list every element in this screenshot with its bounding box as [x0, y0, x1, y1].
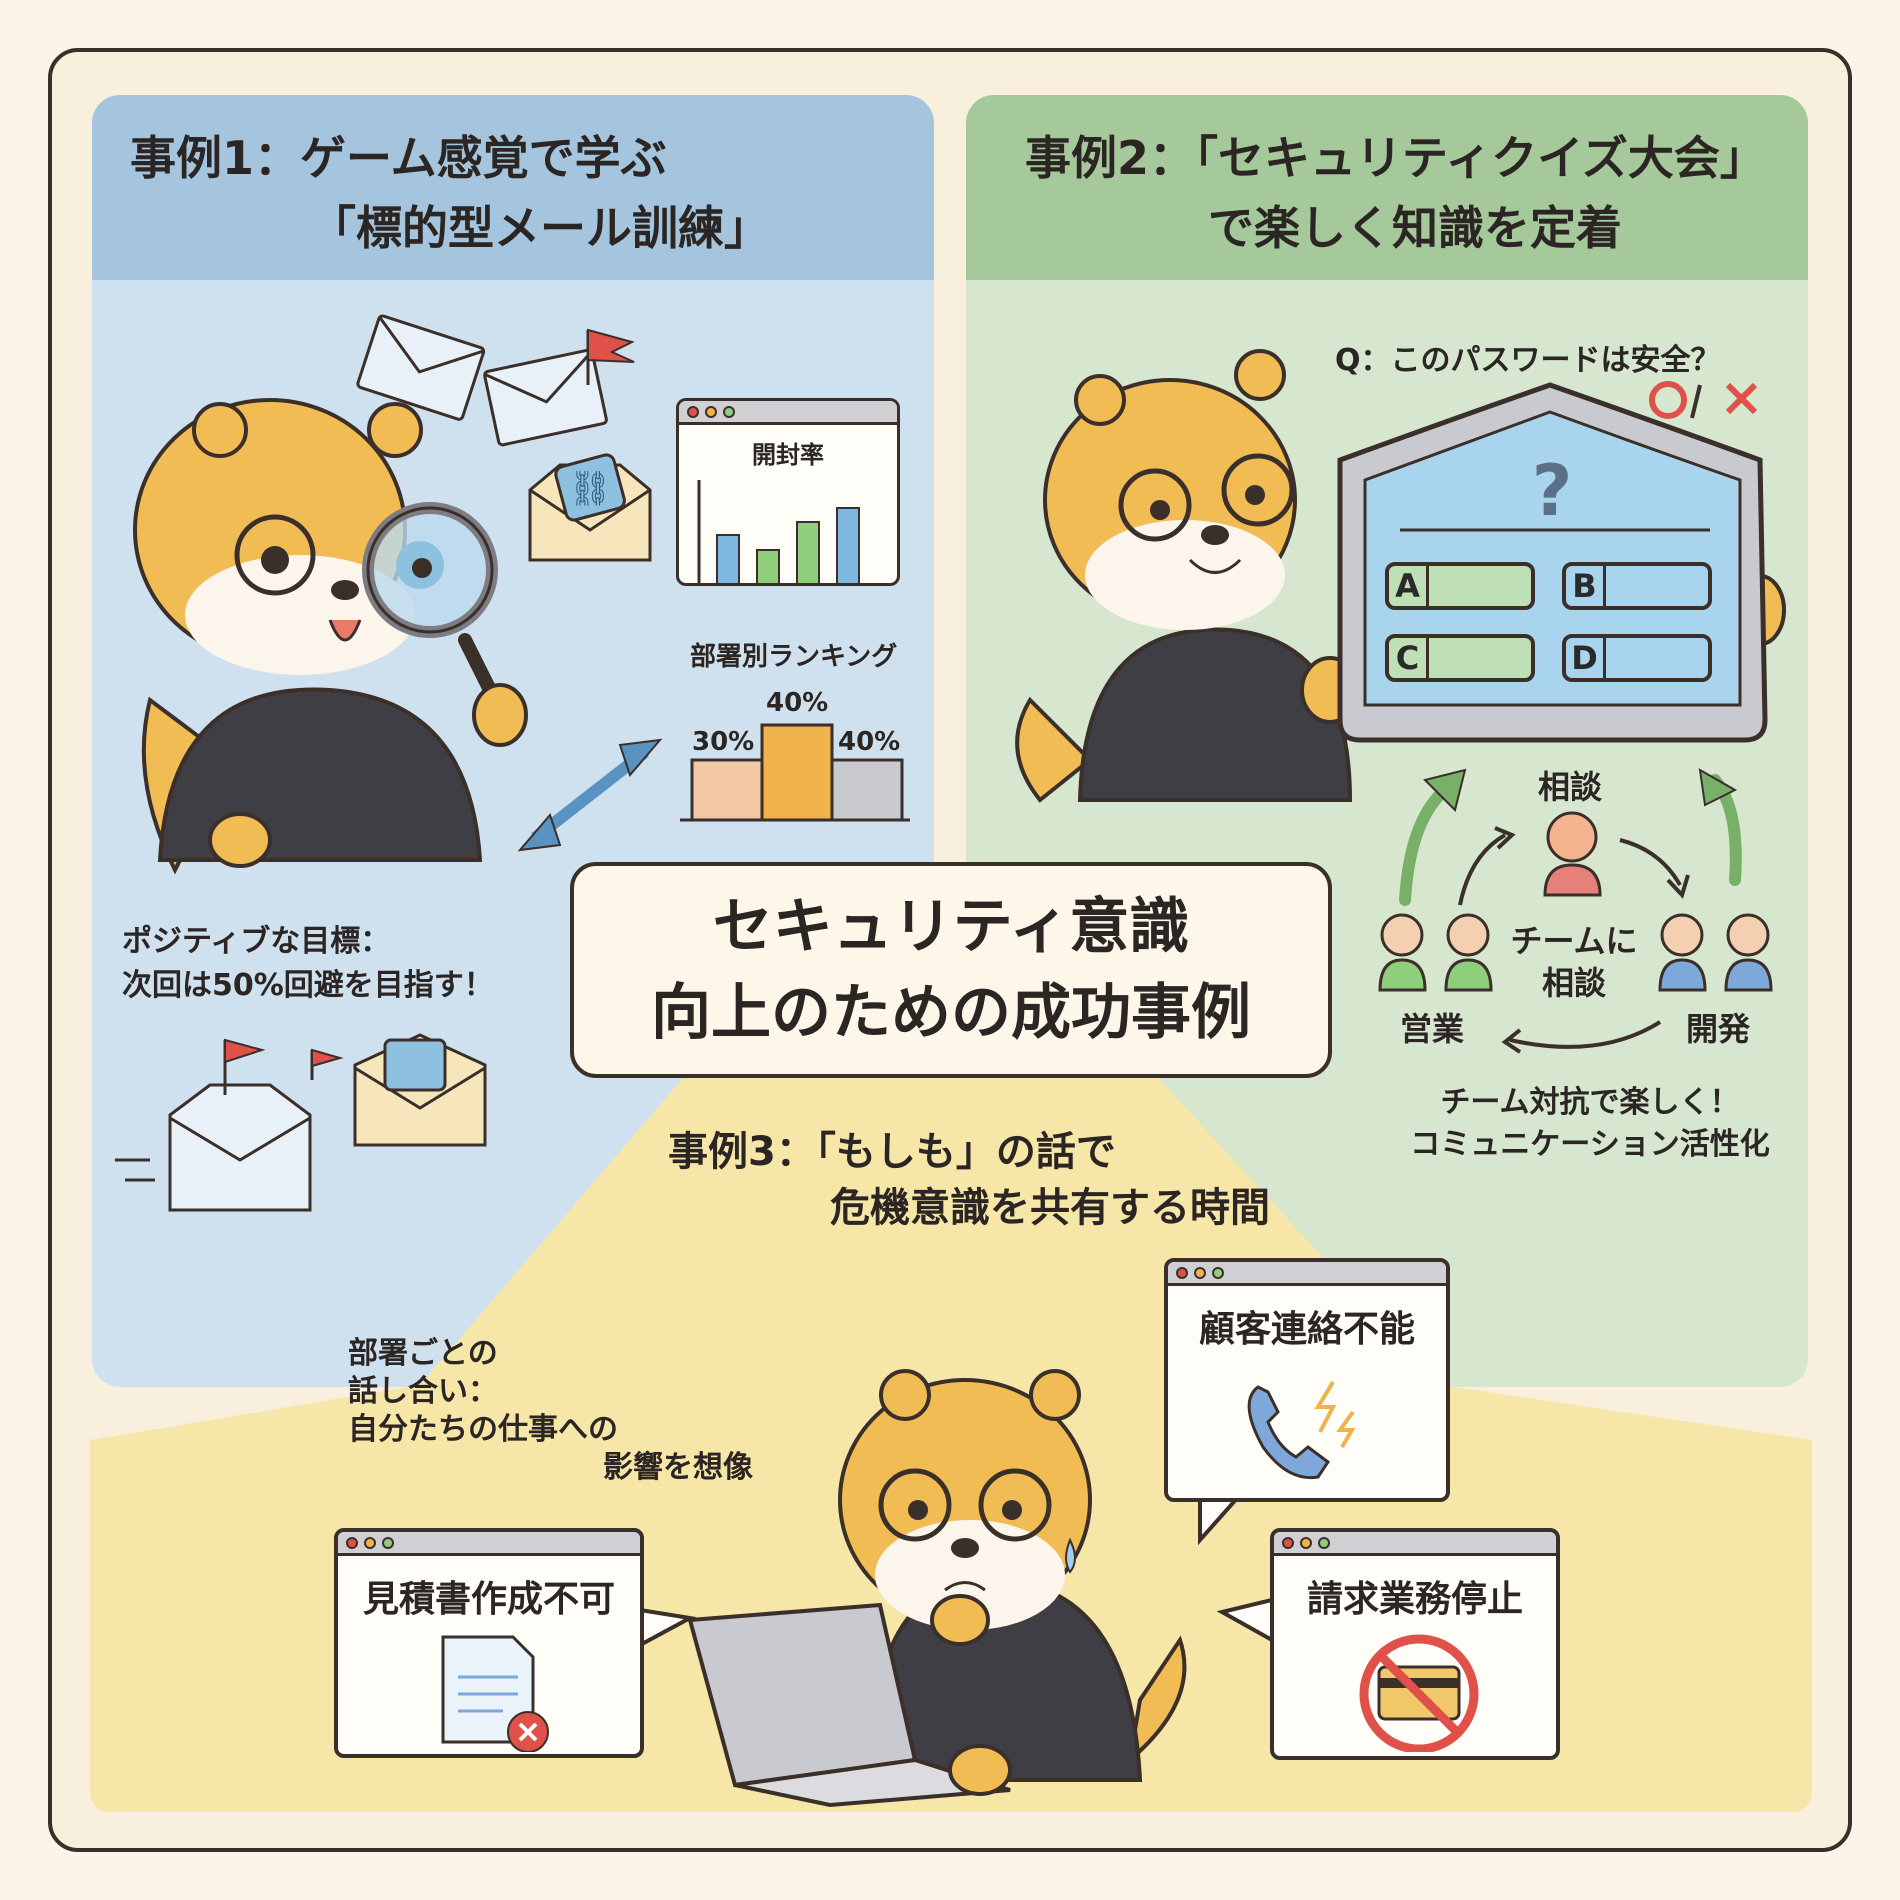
option-letter: A	[1389, 566, 1429, 606]
open-rate-label: 開封率	[752, 441, 824, 469]
discussion-line2: 話し合い：	[348, 1374, 498, 1409]
billing-bubble: 請求業務停止	[1270, 1528, 1560, 1760]
main-title-line1: セキュリティ意識	[712, 892, 1190, 962]
open-rate-window: 開封率	[676, 398, 900, 586]
main-title-line2: 向上のための成功事例	[651, 978, 1251, 1048]
magnifier-icon	[362, 502, 528, 747]
case1-goal: ポジティブな目標： 次回は50%回避を目指す！	[122, 920, 494, 1008]
consult-label: 相談	[1538, 768, 1603, 806]
envelope-icon	[115, 1033, 487, 1212]
person-icon-consult	[1543, 811, 1602, 897]
ranking-label: 部署別ランキング	[690, 642, 898, 672]
option-letter: B	[1566, 566, 1606, 606]
otter-character-worried	[838, 1369, 1187, 1782]
summary-line1: チーム対抗で楽しく！	[1440, 1085, 1740, 1120]
ranking-value-1: 30%	[692, 727, 755, 757]
quiz-option-b[interactable]: B	[1562, 562, 1712, 610]
customer-contact-bubble: 顧客連絡不能	[1164, 1258, 1450, 1502]
main-title-box: セキュリティ意識 向上のための成功事例	[570, 862, 1332, 1078]
phone-icon	[1247, 1380, 1356, 1480]
person-icon-dev	[1658, 913, 1773, 992]
case1-title-line1: 事例1：ゲーム感覚で学ぶ	[130, 131, 667, 185]
discussion-line1: 部署ごとの	[348, 1336, 498, 1371]
case1-title-line2: 「標的型メール訓練」	[310, 201, 770, 255]
link-icon: ⛓	[554, 453, 626, 522]
question-icon: ?	[1532, 450, 1573, 532]
case2-title-line1: 事例2：「セキュリティクイズ大会」	[1025, 131, 1766, 185]
discussion-line3: 自分たちの仕事への	[348, 1412, 618, 1447]
svg-text:?: ?	[1532, 450, 1573, 532]
team-sales-label: 営業	[1400, 1010, 1465, 1048]
envelope-icon	[356, 314, 608, 447]
person-icon-sales	[1378, 913, 1493, 992]
ranking-value-3: 40%	[838, 727, 901, 757]
team-consult-l2: 相談	[1541, 964, 1606, 1002]
quiz-option-c[interactable]: C	[1385, 634, 1535, 682]
case2-header	[966, 95, 1808, 280]
cycle-arrow-icon	[1458, 826, 1690, 1054]
option-letter: C	[1389, 638, 1429, 678]
team-dev-label: 開発	[1686, 1010, 1751, 1048]
wrong-cross-icon	[1725, 382, 1758, 415]
bubble-quote-text: 見積書作成不可	[362, 1579, 615, 1620]
correct-circle-icon	[1649, 381, 1687, 419]
team-consult-l1: チームに	[1510, 922, 1638, 960]
flag-icon	[223, 1038, 266, 1095]
svg-text:⛓: ⛓	[568, 469, 611, 509]
case2-title-line2: で楽しく知識を定着	[1208, 201, 1622, 255]
ranking-value-2: 40%	[766, 688, 829, 718]
case2-summary: チーム対抗で楽しく！ コミュニケーション活性化	[1380, 1082, 1800, 1166]
summary-line2: コミュニケーション活性化	[1410, 1127, 1770, 1162]
case3-title-line1: 事例3：「もしも」の話で	[668, 1129, 1116, 1175]
bubble-billing-text: 請求業務停止	[1306, 1579, 1523, 1620]
goal-line2: 次回は50%回避を目指す！	[122, 968, 494, 1003]
case3-discussion: 部署ごとの 話し合い： 自分たちの仕事への 影響を想像	[348, 1335, 753, 1487]
team-consult-label: チームに 相談	[1504, 920, 1644, 1004]
flag-icon	[586, 328, 635, 385]
otter-character-magnifier	[133, 398, 483, 875]
credit-card-icon	[1359, 1634, 1479, 1754]
option-letter: D	[1566, 638, 1606, 678]
quiz-option-d[interactable]: D	[1562, 634, 1712, 682]
discussion-line4: 影響を想像	[603, 1450, 753, 1485]
open-rate-chart-icon	[697, 480, 860, 583]
case3-title-line2: 危機意識を共有する時間	[830, 1185, 1270, 1231]
laptop-icon	[687, 1602, 1012, 1808]
quiz-question: Q：このパスワードは安全？	[1335, 343, 1721, 378]
ranking-bar-chart	[680, 723, 910, 822]
case1-header	[92, 95, 934, 280]
goal-line1: ポジティブな目標：	[122, 924, 391, 959]
quiz-option-a[interactable]: A	[1385, 562, 1535, 610]
document-icon	[441, 1635, 549, 1753]
double-arrow-icon	[517, 738, 663, 852]
bubble-customer-text: 顧客連絡不能	[1198, 1309, 1415, 1350]
flag-icon	[310, 1048, 344, 1080]
quote-bubble: 見積書作成不可	[334, 1528, 644, 1758]
